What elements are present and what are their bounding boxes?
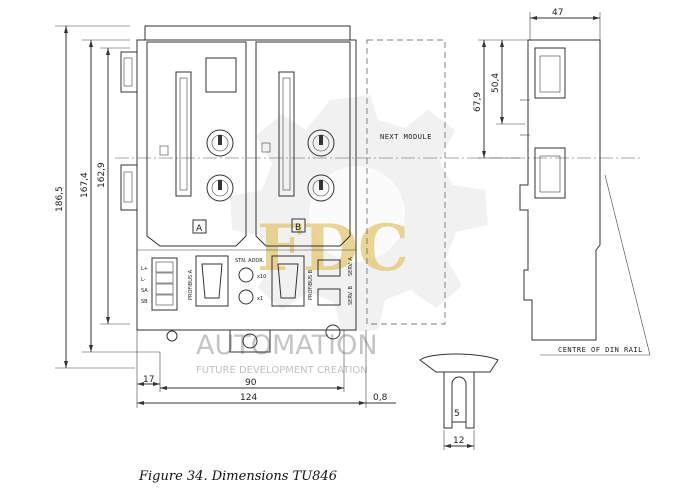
station-address-label: STN. ADDR. — [235, 258, 265, 264]
serv-a-label: SERV. A — [348, 257, 354, 276]
terminal-pin-2: L- — [141, 277, 146, 283]
left-dimensions: 186,5 167,4 162,9 — [55, 25, 160, 369]
dimension-side-connector: 50,4 — [491, 73, 501, 93]
station-address-switches: STN. ADDR. x10 x1 — [235, 258, 266, 305]
profibus-a-label: PROFIBUS A — [188, 269, 194, 300]
module-front-view: A B L+ L- SA SB PROFIBUS A STN. ADDR. — [120, 25, 357, 353]
din-rail-callout: CENTRE OF DIN RAIL — [540, 174, 651, 356]
dimension-right-gap: 0,8 — [373, 393, 388, 403]
slot-b-label: B — [295, 223, 301, 233]
dimension-clip-outer: 12 — [453, 436, 464, 446]
terminal-pin-1: L+ — [141, 266, 148, 272]
slot-a-switch-lower — [206, 174, 234, 202]
slot-a-switch-upper — [206, 129, 234, 157]
slot-b-lock-icon — [261, 142, 271, 153]
watermark-tagline: FUTURE DEVELOPMENT CREATION — [196, 365, 368, 376]
watermark-letters: FDC — [257, 211, 409, 286]
slot-a-label: A — [196, 224, 203, 234]
profibus-a-connector: PROFIBUS A — [188, 255, 229, 307]
watermark-brand: AUTOMATION — [196, 330, 378, 361]
watermark: FDC AUTOMATION FUTURE DEVELOPMENT CREATI… — [196, 95, 488, 376]
dimension-module-width: 90 — [245, 378, 257, 388]
profibus-b-label: PROFIBUS B — [308, 269, 314, 300]
side-connector-upper — [534, 47, 566, 99]
dimension-clip-inner: 5 — [454, 409, 460, 419]
dimension-total-width: 124 — [240, 393, 257, 403]
din-rail-label: CENTRE OF DIN RAIL — [558, 346, 643, 354]
dimension-side-height: 67,9 — [473, 92, 483, 112]
dimension-side-depth: 47 — [552, 8, 563, 18]
dimension-height-mid: 167,4 — [80, 172, 90, 198]
dimension-height-inner: 162,9 — [97, 162, 107, 188]
x1-label: x1 — [257, 296, 263, 302]
x10-label: x10 — [257, 274, 266, 280]
side-connector-lower — [534, 147, 566, 199]
slot-a-connector — [175, 71, 192, 197]
service-ports: SERV. A SERV. B — [317, 257, 354, 306]
slot-b-switch-lower — [307, 174, 335, 202]
figure-caption: Figure 34. Dimensions TU846 — [139, 469, 337, 484]
slot-b-connector — [278, 71, 295, 197]
slot-a-lock-icon — [159, 145, 169, 156]
terminal-pin-4: SB — [141, 299, 148, 305]
slot-b-switch-upper — [307, 129, 335, 157]
terminal-pin-3: SA — [141, 288, 148, 294]
bottom-dimensions: 17 90 124 0,8 — [136, 330, 396, 408]
dimension-left-offset: 17 — [143, 375, 154, 385]
din-clip-detail: 5 12 — [419, 353, 499, 450]
serv-b-label: SERV. B — [348, 286, 354, 305]
profibus-b-connector: PROFIBUS B — [271, 255, 314, 307]
next-module-outline: NEXT MODULE — [366, 39, 446, 325]
dimension-height-outer: 186,5 — [55, 186, 65, 212]
power-terminal-block: L+ L- SA SB — [141, 257, 178, 311]
next-module-label: NEXT MODULE — [380, 133, 432, 141]
module-side-view: 47 67,9 50,4 — [473, 8, 601, 341]
